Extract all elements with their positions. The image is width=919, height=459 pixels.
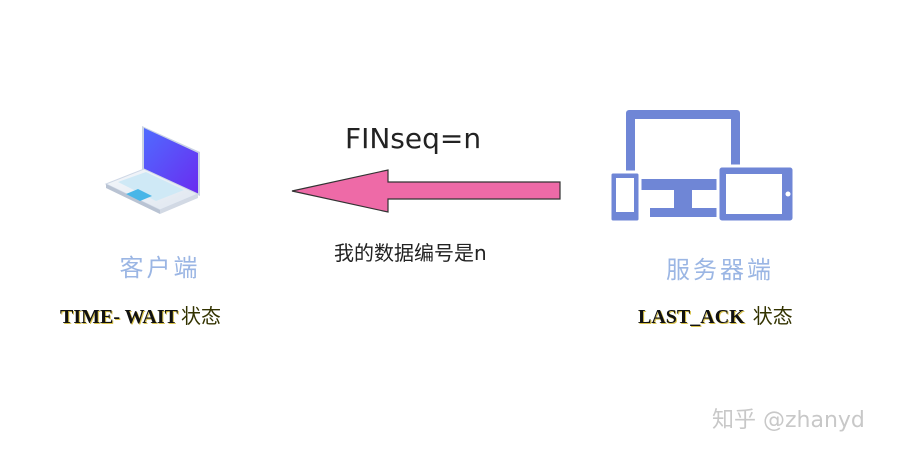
fin-seq-label: FINseq=n (345, 122, 482, 155)
devices-icon (610, 110, 796, 224)
server-state-suffix: 状态 (752, 304, 793, 328)
server-label: 服务器端 (666, 256, 774, 284)
seq-note-label: 我的数据编号是n (334, 241, 487, 265)
client-state-suffix: 状态 (181, 304, 221, 328)
server-state: LAST_ACK 状态 (638, 300, 858, 329)
fin-arrow (291, 169, 561, 213)
laptop-icon (104, 126, 200, 214)
client-state-text: TIME- WAIT (60, 306, 178, 328)
watermark: 知乎 @zhanyd (712, 408, 865, 433)
arrow-shape (291, 169, 561, 213)
server-state-text: LAST_ACK (638, 306, 745, 328)
client-label: 客户端 (119, 254, 201, 282)
